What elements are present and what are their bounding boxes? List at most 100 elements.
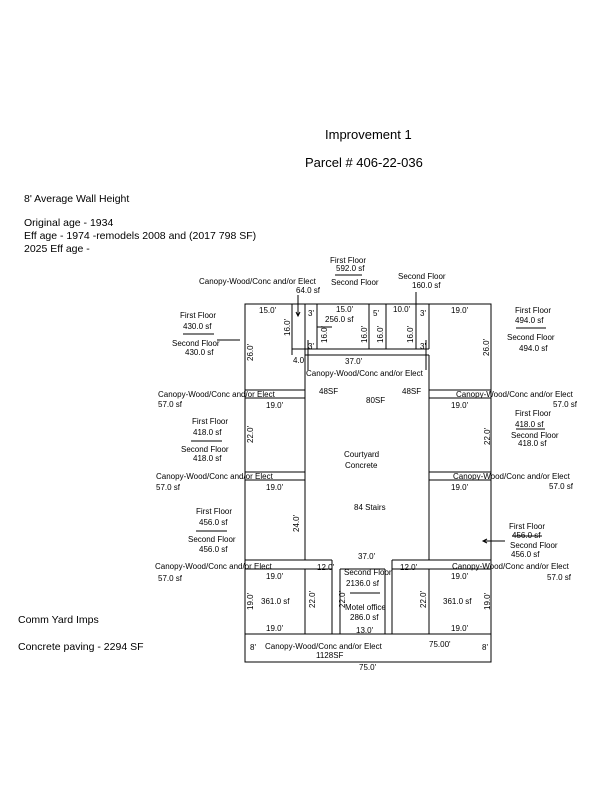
leader-arrow [481, 538, 488, 544]
area-80sf: 80SF [366, 396, 385, 405]
dim-label: 12.0' [400, 563, 418, 572]
top-right-second-label: Second Floor [398, 272, 446, 281]
right-canopy-label-3: Canopy-Wood/Conc and/or Elect [452, 562, 570, 571]
right-canopy-label-2: Canopy-Wood/Conc and/or Elect [453, 472, 571, 481]
left-low-first-area-label: 456.0 sf [199, 518, 228, 527]
top-inner-area-label: 256.0 sf [325, 315, 354, 324]
dim-label-vertical: 19.0' [246, 592, 255, 610]
dim-label: 19.0' [451, 483, 469, 492]
dim-label: 4.0' [293, 356, 306, 365]
top-center-second-label: Second Floor [331, 278, 379, 287]
right-top-first-label: First Floor [515, 306, 551, 315]
left-mid-second-label: Second Floor [181, 445, 229, 454]
right-mid-second-label: Second Floor [511, 431, 559, 440]
dim-label: 12.0' [317, 563, 335, 572]
dim-label-vertical: 16.0' [360, 325, 369, 343]
left-bottom-area-label: 361.0 sf [261, 597, 290, 606]
dim-label: 15.0' [259, 306, 277, 315]
left-canopy-area-2: 57.0 sf [156, 483, 181, 492]
bottom-canopy-area-label: 1128SF [316, 651, 344, 660]
bottom-second-label: Second Floor [344, 568, 392, 577]
dim-label-vertical: 22.0' [246, 425, 255, 443]
dim-label-vertical: 22.0' [419, 590, 428, 608]
concrete-paving-note: Concrete paving - 2294 SF [18, 641, 144, 653]
dim-label: 75.00' [429, 640, 451, 649]
right-low-second-area-label: 456.0 sf [511, 550, 540, 559]
dim-label-vertical: 16.0' [320, 325, 329, 343]
dim-label-vertical: 22.0' [308, 590, 317, 608]
comm-yard-note: Comm Yard Imps [18, 614, 99, 626]
right-top-second-area-label: 494.0 sf [519, 344, 548, 353]
dim-label-vertical: 19.0' [483, 592, 492, 610]
dim-label: 5' [373, 309, 379, 318]
dim-label-vertical: 16.0' [376, 325, 385, 343]
right-low-second-label: Second Floor [510, 541, 558, 550]
dim-label: 3' [420, 309, 426, 318]
left-low-second-label: Second Floor [188, 535, 236, 544]
left-top-second-area-label: 430.0 sf [185, 348, 214, 357]
motel-office-area-label: 286.0 sf [350, 613, 379, 622]
bottom-second-area-label: 2136.0 sf [346, 579, 380, 588]
right-mid-first-label: First Floor [515, 409, 551, 418]
left-mid-first-area-label: 418.0 sf [193, 428, 222, 437]
dim-label: 3' [420, 342, 426, 351]
right-low-first-area-label: 456.0 sf [512, 531, 541, 540]
dim-label: 19.0' [451, 306, 469, 315]
dim-label-vertical: 16.0' [283, 318, 292, 336]
dim-label: 13.0' [356, 626, 374, 635]
effective-age-2025-note: 2025 Eff age - [24, 243, 90, 255]
dim-label-vertical: 22.0' [338, 590, 347, 608]
dim-label: 37.0' [345, 357, 363, 366]
dim-label-vertical: 24.0' [292, 514, 301, 532]
dim-label: 19.0' [266, 624, 284, 633]
dim-label: 75.0' [359, 663, 377, 672]
top-canopy-label: Canopy-Wood/Conc and/or Elect [199, 277, 317, 286]
stairs-label: 84 Stairs [354, 503, 386, 512]
top-center-area-label: 592.0 sf [336, 264, 365, 273]
motel-office-label: Motel office [345, 603, 386, 612]
top-right-area-label: 160.0 sf [412, 281, 441, 290]
courtyard-material-label: Concrete [345, 461, 378, 470]
top-center-first-label: First Floor [330, 256, 366, 265]
dim-label-vertical: 16.0' [406, 325, 415, 343]
dim-label: 19.0' [266, 483, 284, 492]
original-age-note: Original age - 1934 [24, 217, 114, 229]
right-top-first-area-label: 494.0 sf [515, 316, 544, 325]
effective-age-note: Eff age - 1974 -remodels 2008 and (2017 … [24, 230, 257, 242]
dim-label-vertical: 26.0' [482, 338, 491, 356]
left-canopy-area-1: 57.0 sf [158, 400, 183, 409]
parcel-number: Parcel # 406-22-036 [305, 155, 423, 170]
leader-arrow [295, 311, 301, 318]
dim-label: 19.0' [451, 401, 469, 410]
courtyard-label: Courtyard [344, 450, 379, 459]
dim-label: 19.0' [266, 572, 284, 581]
dim-label: 3' [308, 309, 314, 318]
right-mid-first-area-label: 418.0 sf [515, 420, 544, 429]
left-top-first-label: First Floor [180, 311, 216, 320]
area-48sf-right: 48SF [402, 387, 421, 396]
dim-label: 19.0' [451, 572, 469, 581]
dim-label: 8' [250, 643, 256, 652]
bottom-canopy-label: Canopy-Wood/Conc and/or Elect [265, 642, 383, 651]
right-canopy-area-3: 57.0 sf [547, 573, 572, 582]
dim-label: 37.0' [358, 552, 376, 561]
right-low-first-label: First Floor [509, 522, 545, 531]
dim-label-vertical: 22.0' [483, 427, 492, 445]
top-canopy-area-label: 64.0 sf [296, 286, 321, 295]
left-low-first-label: First Floor [196, 507, 232, 516]
wall-height-note: 8' Average Wall Height [24, 193, 130, 205]
dim-label: 19.0' [451, 624, 469, 633]
dim-label: 15.0' [336, 305, 354, 314]
left-top-second-label: Second Floor [172, 339, 220, 348]
left-canopy-label-2: Canopy-Wood/Conc and/or Elect [156, 472, 274, 481]
dim-label: 10.0' [393, 305, 411, 314]
left-low-second-area-label: 456.0 sf [199, 545, 228, 554]
dim-label: 3' [308, 342, 314, 351]
left-canopy-label-3: Canopy-Wood/Conc and/or Elect [155, 562, 273, 571]
left-canopy-label-1: Canopy-Wood/Conc and/or Elect [158, 390, 276, 399]
page-title: Improvement 1 [325, 127, 412, 142]
left-canopy-area-3: 57.0 sf [158, 574, 183, 583]
right-canopy-label-1: Canopy-Wood/Conc and/or Elect [456, 390, 574, 399]
right-canopy-area-1: 57.0 sf [553, 400, 578, 409]
